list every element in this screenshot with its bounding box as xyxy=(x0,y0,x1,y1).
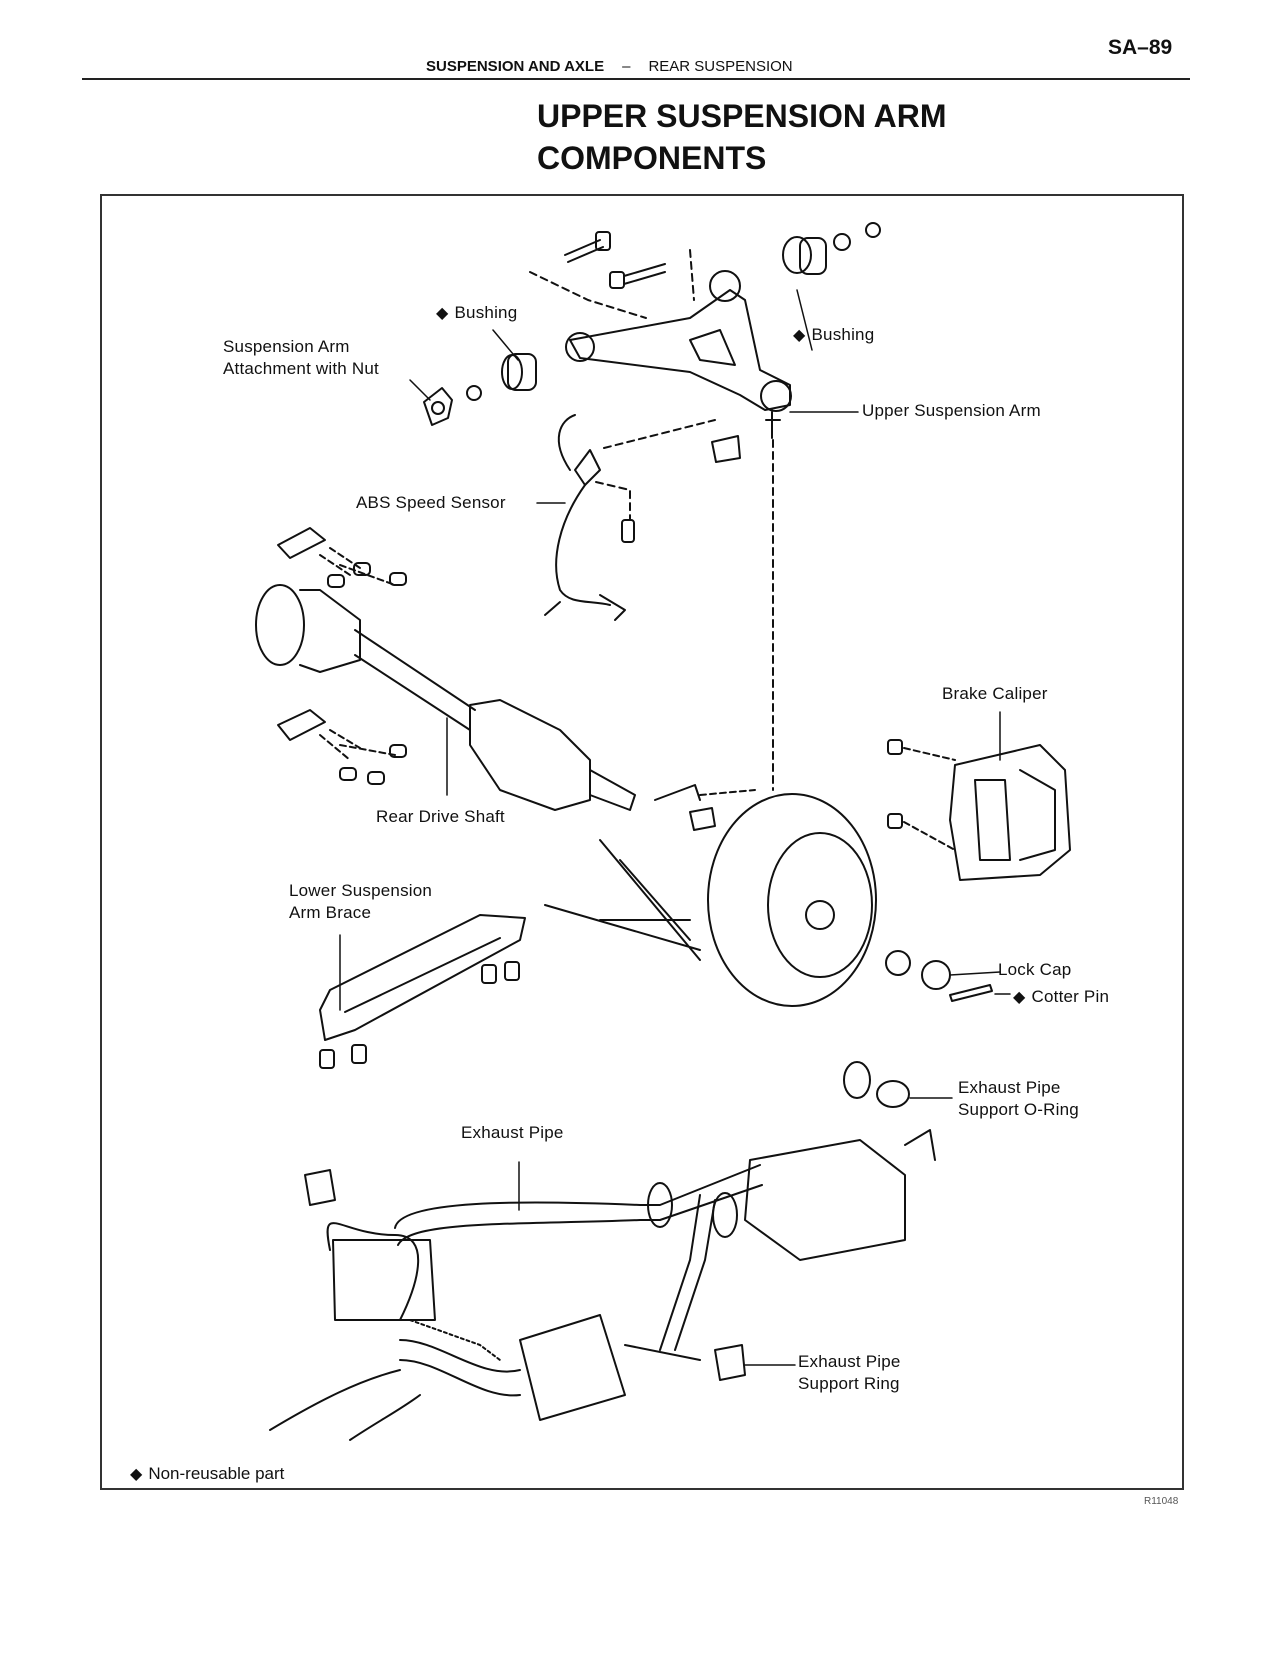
title-line-1: UPPER SUSPENSION ARM xyxy=(537,98,947,134)
page-title: UPPER SUSPENSION ARM COMPONENTS xyxy=(537,95,947,179)
legend-non-reusable: ◆Non-reusable part xyxy=(130,1464,285,1483)
running-header: SUSPENSION AND AXLE–REAR SUSPENSION xyxy=(426,58,793,75)
guide-dashed-2 xyxy=(595,419,774,791)
bushing-right-part xyxy=(782,222,881,275)
label-upper-suspension-arm: Upper Suspension Arm xyxy=(862,401,1041,420)
brake-caliper-part xyxy=(887,739,1071,881)
flange-plate-bottom xyxy=(277,709,407,785)
non-reusable-diamond-icon: ◆ xyxy=(793,327,806,344)
label-cotter-pin: ◆Cotter Pin xyxy=(1013,987,1110,1006)
hub-nut xyxy=(689,807,716,831)
header-separator: – xyxy=(622,58,631,75)
label-lock-cap: Lock Cap xyxy=(998,960,1072,979)
non-reusable-diamond-icon: ◆ xyxy=(436,305,449,322)
bushing-left-part xyxy=(466,353,537,401)
abs-speed-sensor-part xyxy=(544,414,635,621)
section-name: SUSPENSION AND AXLE xyxy=(426,58,605,75)
leader-lines xyxy=(339,289,1011,1366)
exhaust-o-rings xyxy=(843,1061,910,1108)
upper-suspension-arm xyxy=(565,270,792,439)
label-arm-attachment: Suspension Arm Attachment with Nut xyxy=(223,337,379,378)
exhaust-support-rings xyxy=(304,1169,746,1381)
header-rule xyxy=(82,78,1190,80)
lower-nut xyxy=(711,435,741,463)
upper-bolt-left xyxy=(564,231,611,263)
label-bushing-right: ◆Bushing xyxy=(793,325,875,344)
title-line-2: COMPONENTS xyxy=(537,140,767,176)
label-bushing-left: ◆Bushing xyxy=(436,303,518,322)
non-reusable-diamond-icon: ◆ xyxy=(130,1466,143,1483)
upper-bolt-right xyxy=(609,263,666,289)
label-rear-drive-shaft: Rear Drive Shaft xyxy=(376,807,505,826)
non-reusable-diamond-icon: ◆ xyxy=(1013,989,1026,1006)
diagram-frame xyxy=(100,194,1184,1490)
label-exhaust-o-ring: Exhaust Pipe Support O-Ring xyxy=(958,1078,1079,1119)
label-exhaust-pipe: Exhaust Pipe xyxy=(461,1123,564,1142)
label-brake-caliper: Brake Caliper xyxy=(942,684,1048,703)
flange-plate-top xyxy=(277,527,407,588)
label-lower-arm-brace: Lower Suspension Arm Brace xyxy=(289,881,433,922)
page-number: SA–89 xyxy=(1108,36,1173,59)
arm-attachment-nut xyxy=(423,387,453,426)
label-abs-speed-sensor: ABS Speed Sensor xyxy=(356,493,506,512)
lower-suspension-arm-brace-part xyxy=(319,914,526,1069)
guide-dashed-3 xyxy=(699,789,756,796)
brake-disc-hub xyxy=(544,784,877,1007)
rear-drive-shaft-part xyxy=(255,584,636,811)
label-exhaust-support-ring: Exhaust Pipe Support Ring xyxy=(798,1352,901,1393)
exhaust-pipe-part xyxy=(269,1129,936,1441)
lock-nut-and-cap xyxy=(885,950,993,1002)
subsection-name: REAR SUSPENSION xyxy=(648,58,793,75)
figure-code: R11048 xyxy=(1144,1496,1179,1507)
guide-dashed-1 xyxy=(529,249,695,319)
